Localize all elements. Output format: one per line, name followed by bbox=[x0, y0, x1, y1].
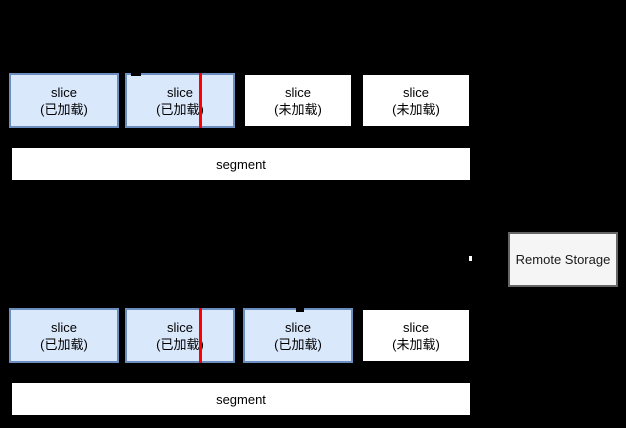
remote-storage-box: Remote Storage bbox=[508, 232, 618, 287]
arrow-tip-artifact bbox=[131, 70, 141, 76]
slice-box-loaded: slice (已加载) bbox=[125, 308, 235, 363]
arrow-tip-artifact bbox=[296, 306, 304, 312]
slice-label: slice bbox=[50, 84, 77, 100]
slice-state-label: (未加载) bbox=[392, 101, 440, 117]
slice-label: slice bbox=[50, 319, 77, 335]
slice-box-loaded: slice (已加载) bbox=[9, 308, 119, 363]
slice-label: slice bbox=[284, 319, 311, 335]
slice-state-label: (未加载) bbox=[392, 336, 440, 352]
slice-label: slice bbox=[166, 84, 193, 100]
slice-box-loaded: slice (已加载) bbox=[9, 73, 119, 128]
segment-bar: segment bbox=[10, 381, 472, 417]
slice-state-label: (已加载) bbox=[40, 336, 88, 352]
slice-box-unloaded: slice (未加载) bbox=[361, 73, 471, 128]
slice-label: slice bbox=[166, 319, 193, 335]
slice-label: slice bbox=[402, 319, 429, 335]
slice-box-unloaded: slice (未加载) bbox=[361, 308, 471, 363]
segment-bar: segment bbox=[10, 146, 472, 182]
slice-label: slice bbox=[402, 84, 429, 100]
play-position-marker bbox=[199, 308, 202, 363]
segment-label: segment bbox=[216, 391, 266, 407]
slice-state-label: (已加载) bbox=[156, 101, 204, 117]
slice-state-label: (已加载) bbox=[274, 336, 322, 352]
slice-label: slice bbox=[284, 84, 311, 100]
slice-box-loaded: slice (已加载) bbox=[125, 73, 235, 128]
play-position-marker bbox=[199, 73, 202, 128]
remote-storage-label: Remote Storage bbox=[515, 252, 611, 267]
arrow-remnant-artifact bbox=[469, 256, 472, 261]
slice-box-loaded: slice (已加载) bbox=[243, 308, 353, 363]
slice-state-label: (已加载) bbox=[156, 336, 204, 352]
slice-state-label: (已加载) bbox=[40, 101, 88, 117]
slice-box-unloaded: slice (未加载) bbox=[243, 73, 353, 128]
slice-state-label: (未加载) bbox=[274, 101, 322, 117]
segment-label: segment bbox=[216, 156, 266, 172]
